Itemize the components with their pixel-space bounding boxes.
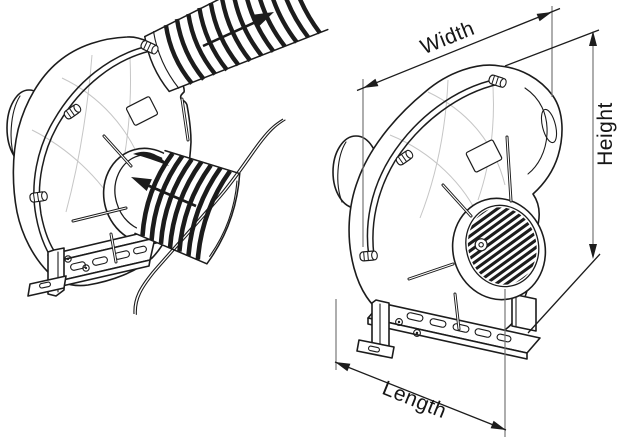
clamp-knob-bottom <box>359 250 379 262</box>
length-label: Length <box>379 377 450 424</box>
retaining-rods <box>71 97 190 264</box>
width-arrow-right <box>536 12 552 22</box>
length-arrow-left <box>335 362 351 372</box>
nameplate <box>125 96 159 126</box>
clamp-knob-bottom <box>28 190 49 204</box>
figure-blower-with-hoses <box>6 0 329 315</box>
hose-joint-shadow <box>133 151 169 166</box>
airflow-in-arrow <box>131 177 197 208</box>
width-label: Width <box>417 17 478 59</box>
discharge-port <box>451 197 547 301</box>
nameplate <box>465 139 503 173</box>
power-wires <box>133 118 286 315</box>
figure-blower-dimensions: Width Height Length <box>332 6 617 437</box>
height-dimension: Height <box>504 29 617 334</box>
retaining-rods <box>407 135 513 331</box>
length-dimension-line <box>334 361 507 431</box>
intake-hose <box>134 149 241 265</box>
clamp-band <box>33 45 151 267</box>
height-extension-top <box>504 29 600 67</box>
width-arrow-left <box>363 78 379 88</box>
height-label: Height <box>594 102 617 166</box>
airflow-out-arrow <box>202 12 274 48</box>
mounting-base <box>27 230 156 297</box>
width-dimension-line <box>356 7 561 92</box>
height-arrow-top <box>589 31 597 46</box>
clamp-band <box>366 78 500 258</box>
length-arrow-right <box>490 420 506 430</box>
height-arrow-bottom <box>589 244 597 259</box>
height-extension-bottom <box>527 253 601 334</box>
